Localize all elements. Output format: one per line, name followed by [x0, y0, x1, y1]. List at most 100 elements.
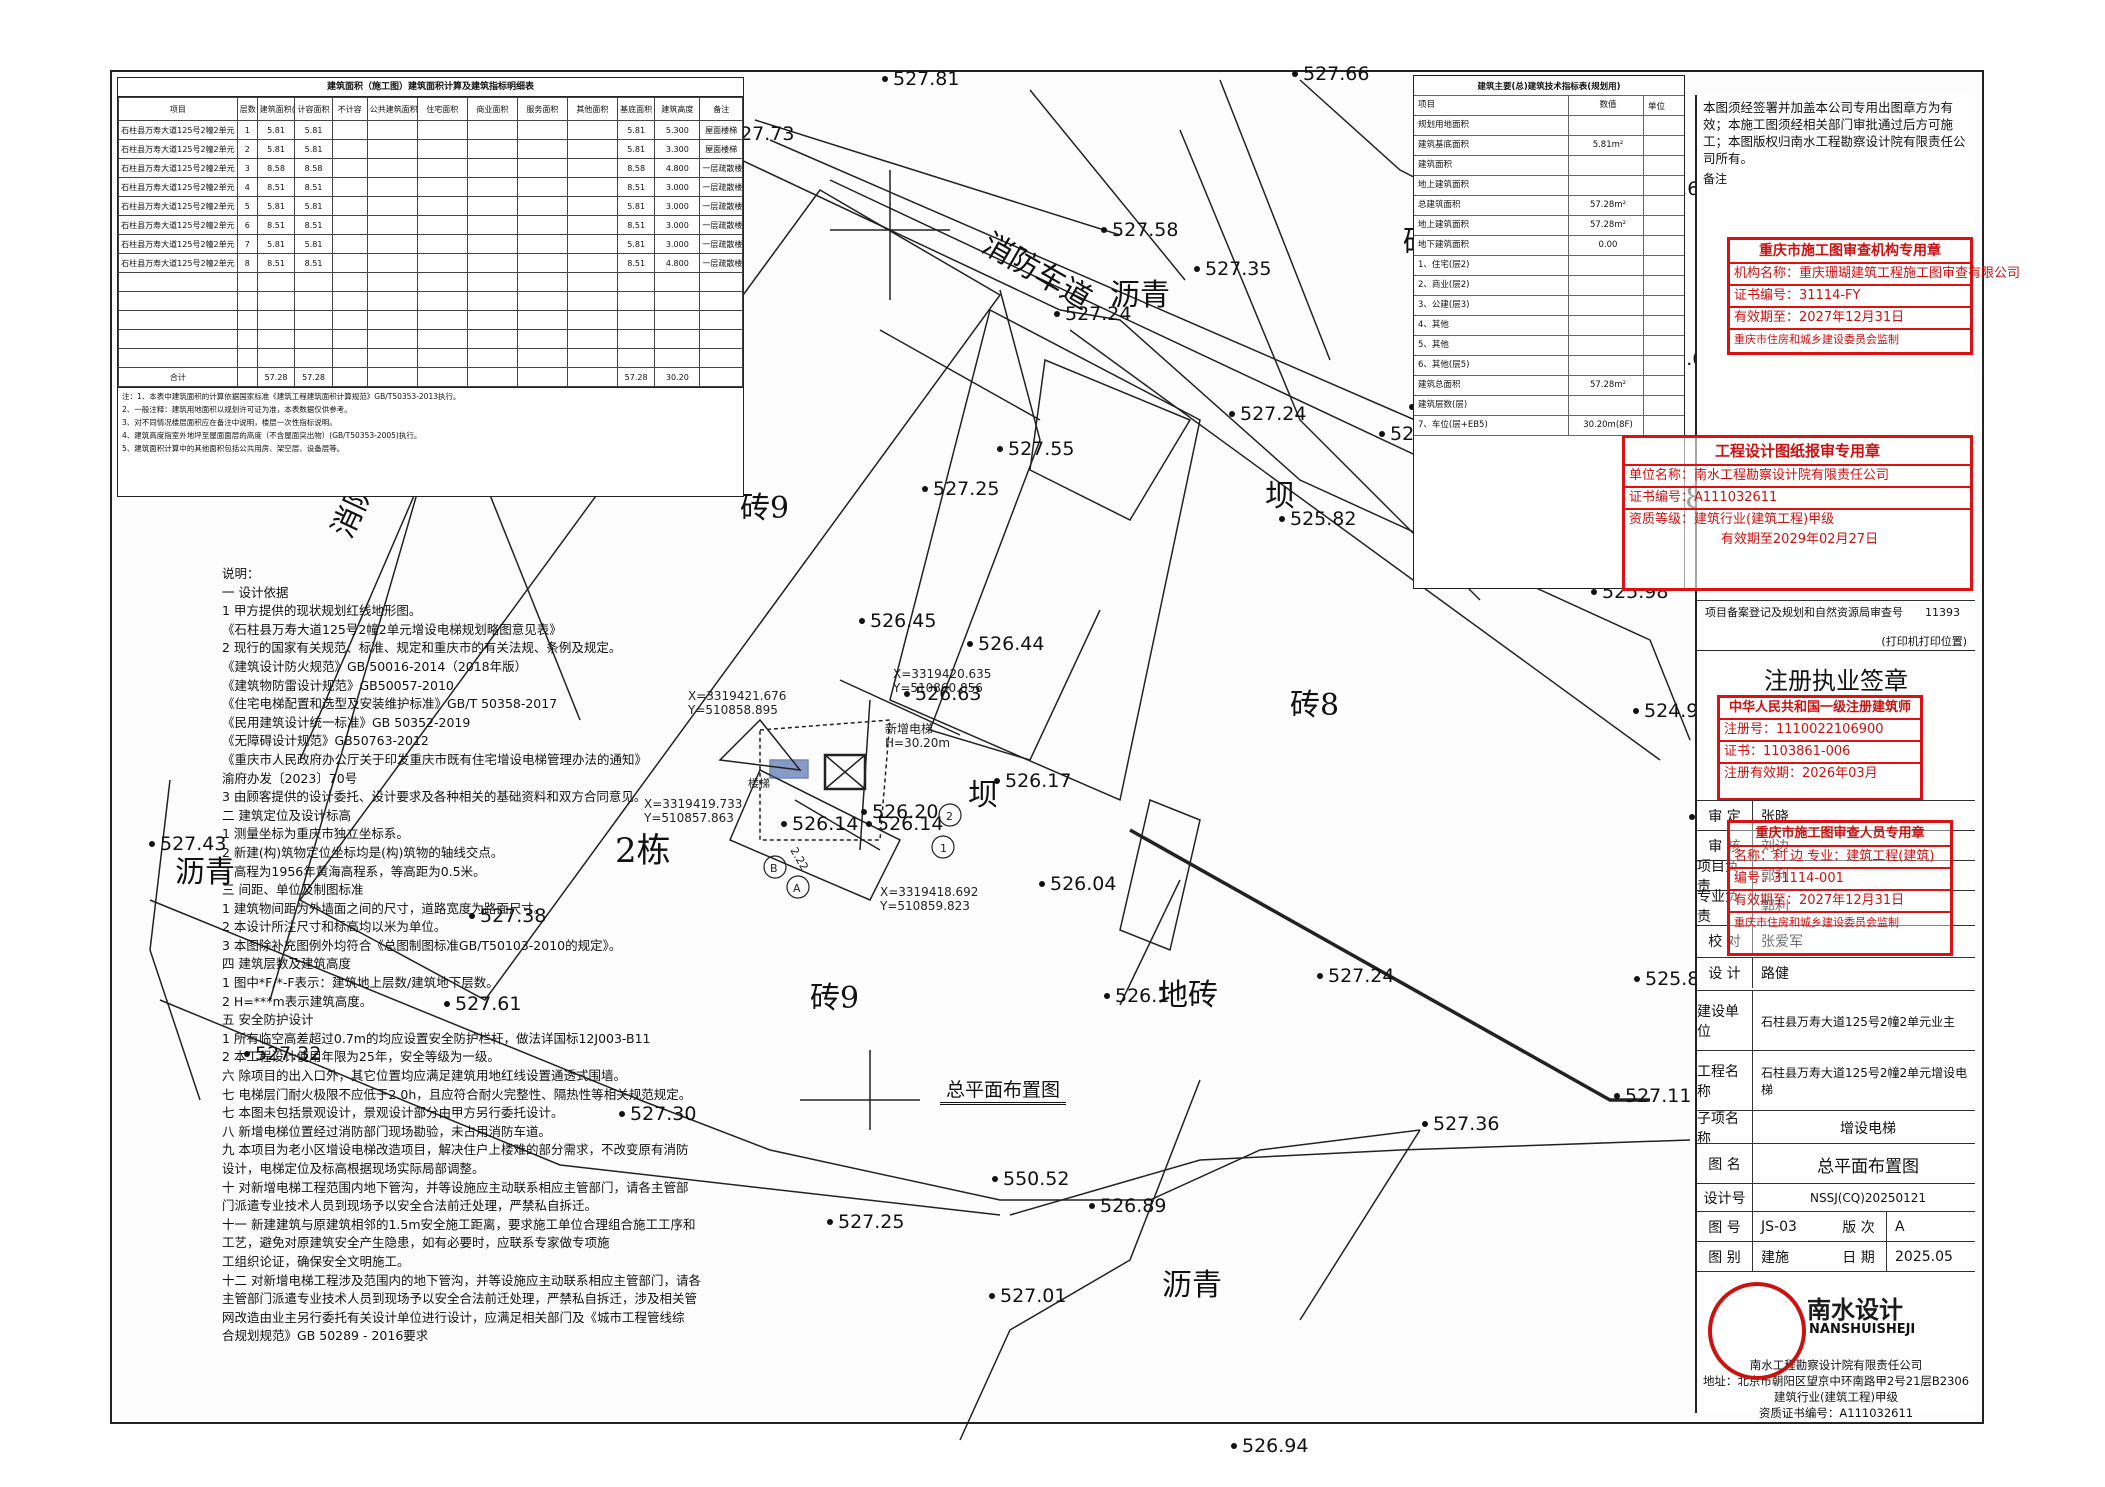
table-cell — [366, 196, 418, 216]
table-cell — [118, 291, 238, 311]
elevation-label: 527.30 — [630, 1103, 696, 1125]
table-cell: 5.300 — [654, 120, 701, 140]
submission-stamp: 工程设计图纸报审专用章 单位名称：南水工程勘察设计院有限责任公司 证书编号：A1… — [1622, 435, 1973, 591]
table-cell — [566, 253, 618, 273]
table-cell: 一层疏散楼梯 — [699, 234, 743, 254]
subitem-label: 子项名称 — [1697, 1111, 1753, 1147]
indicator-value — [1569, 396, 1644, 415]
table-cell — [416, 139, 468, 159]
table-cell: 一层疏散楼梯 — [699, 177, 743, 197]
elevation-label: 526.17 — [1005, 770, 1071, 792]
stamp-line: 编号：31114-001 — [1730, 867, 1950, 889]
area-table-title: 建筑面积（施工图）建筑面积计算及建筑指标明细表 — [118, 78, 743, 97]
project-label: 工程名称 — [1697, 1051, 1753, 1111]
note-line: 2 现行的国家有关规范、标准、规定和重庆市的有关法规、条例及规定。 — [222, 640, 622, 656]
table-cell: 8.51 — [256, 215, 296, 235]
table-row — [118, 272, 743, 292]
table-cell — [516, 139, 568, 159]
axis-label-1: 1 — [940, 842, 947, 855]
material-tile: 地砖 — [1158, 978, 1218, 1013]
record-label: 项目备案登记及规划和自然资源局审查号 — [1705, 606, 1903, 619]
table-cell — [294, 291, 333, 311]
indicator-value — [1569, 156, 1644, 175]
table-cell — [466, 310, 518, 330]
elevation-dot — [904, 691, 910, 697]
table-cell — [566, 272, 618, 292]
table-row — [118, 348, 743, 368]
indicator-label: 1、住宅(层2) — [1414, 256, 1569, 275]
table-cell — [294, 310, 333, 330]
table-cell — [256, 272, 296, 292]
table-cell — [516, 177, 568, 197]
note-line: 《建筑物防雷设计规范》GB50057-2010 — [222, 677, 454, 693]
subitem-row: 子项名称 增设电梯 — [1697, 1110, 1975, 1147]
note-line: 渝府办发〔2023〕70号 — [222, 770, 358, 786]
area-table: 建筑面积（施工图）建筑面积计算及建筑指标明细表 项目 层数 建筑面积(m²) 计… — [117, 77, 744, 497]
indicator-value: 30.20m(8F) — [1569, 416, 1644, 435]
indicator-label: 建筑层数(层) — [1414, 396, 1569, 415]
owner-label: 建设单位 — [1697, 991, 1753, 1051]
elevation-label: 526.94 — [1242, 1435, 1308, 1457]
area-table-notes: 注：1、本表中建筑面积的计算依据国家标准《建筑工程建筑面积计算规范》GB/T50… — [118, 387, 743, 457]
coordinates: X=3319421.676 Y=510858.895 X=3319420.635… — [643, 667, 991, 913]
table-cell: 2 — [236, 139, 258, 159]
table-cell — [466, 139, 518, 159]
company-seal-icon — [1708, 1282, 1806, 1380]
table-cell — [566, 291, 618, 311]
table-cell — [416, 272, 468, 292]
table-cell — [366, 139, 418, 159]
note-line: 2 新建(构)筑物定位坐标均是(构)筑物的轴线交点。 — [222, 844, 504, 860]
table-cell: 8.51 — [294, 215, 333, 235]
elevation-dot — [781, 821, 787, 827]
table-cell — [699, 291, 743, 311]
table-cell — [516, 367, 568, 387]
table-cell — [516, 310, 568, 330]
note-line: 门派遣专业技术人员到现场予以安全合法前迁处理，严禁私自拆迁。 — [222, 1198, 598, 1214]
note-line: 八 新增电梯位置经过消防部门现场勘验，未占用消防车道。 — [222, 1123, 551, 1139]
role-name: 刘边 — [1761, 839, 1789, 855]
table-cell — [516, 272, 568, 292]
coord-x: X=3319420.635 — [893, 667, 991, 681]
indicator-label: 7、车位(层+EB5) — [1414, 416, 1569, 435]
stamp-line: 注册有效期：2026年03月 — [1720, 762, 1920, 784]
building-outline-2 — [298, 189, 1002, 1001]
area-table-grid: 项目 层数 建筑面积(m²) 计容面积 不计容 公共建筑面积 住宅面积 商业面积… — [118, 97, 743, 387]
note-line: 七 本图未包括景观设计，景观设计部分由甲方另行委托设计。 — [222, 1105, 564, 1121]
indicators-title: 建筑主要(总)建筑技术指标表(规划用) — [1414, 76, 1684, 96]
drawing-name-label: 图 名 — [1697, 1144, 1753, 1184]
indicator-row: 4、其他 — [1414, 316, 1684, 336]
table-cell: 5.81 — [256, 120, 296, 140]
column-header: 备注 — [699, 97, 743, 121]
table-cell — [566, 310, 618, 330]
table-cell — [616, 272, 656, 292]
elevation-dot — [827, 1219, 833, 1225]
table-cell: 8.51 — [256, 177, 296, 197]
subitem-value: 增设电梯 — [1840, 1120, 1896, 1137]
table-cell: 石柱县万寿大道125号2幢2单元 — [118, 196, 238, 216]
elevation-label: 527.66 — [1303, 63, 1369, 85]
elevation-dot — [922, 486, 928, 492]
table-cell: 3.000 — [654, 196, 701, 216]
column-header: 服务面积 — [516, 97, 568, 121]
table-cell: 5.81 — [256, 234, 296, 254]
table-cell: 8.58 — [616, 158, 656, 178]
indicator-value: 57.28m² — [1569, 376, 1644, 395]
material-dam: 坝 — [968, 778, 998, 813]
revision-value: A — [1895, 1219, 1905, 1235]
table-cell: 石柱县万寿大道125号2幢2单元 — [118, 253, 238, 273]
table-cell — [699, 272, 743, 292]
table-cell: 5.81 — [616, 120, 656, 140]
column-header: 计容面积 — [294, 97, 333, 121]
table-cell — [516, 215, 568, 235]
elevation-label: 527.61 — [455, 993, 521, 1015]
elevation-label: 527.81 — [893, 68, 959, 90]
table-cell — [699, 329, 743, 349]
road-edge — [754, 119, 1121, 236]
material-asphalt: 沥青 — [175, 855, 235, 890]
print-note: (打印机打印位置) — [1881, 635, 1967, 648]
dimension-label: 2.22 — [787, 845, 811, 873]
note-line: 十二 对新增电梯工程涉及范围内的地下管沟，并等设施应主动联系相应主管部门，请各 — [222, 1272, 701, 1288]
table-cell — [236, 272, 258, 292]
